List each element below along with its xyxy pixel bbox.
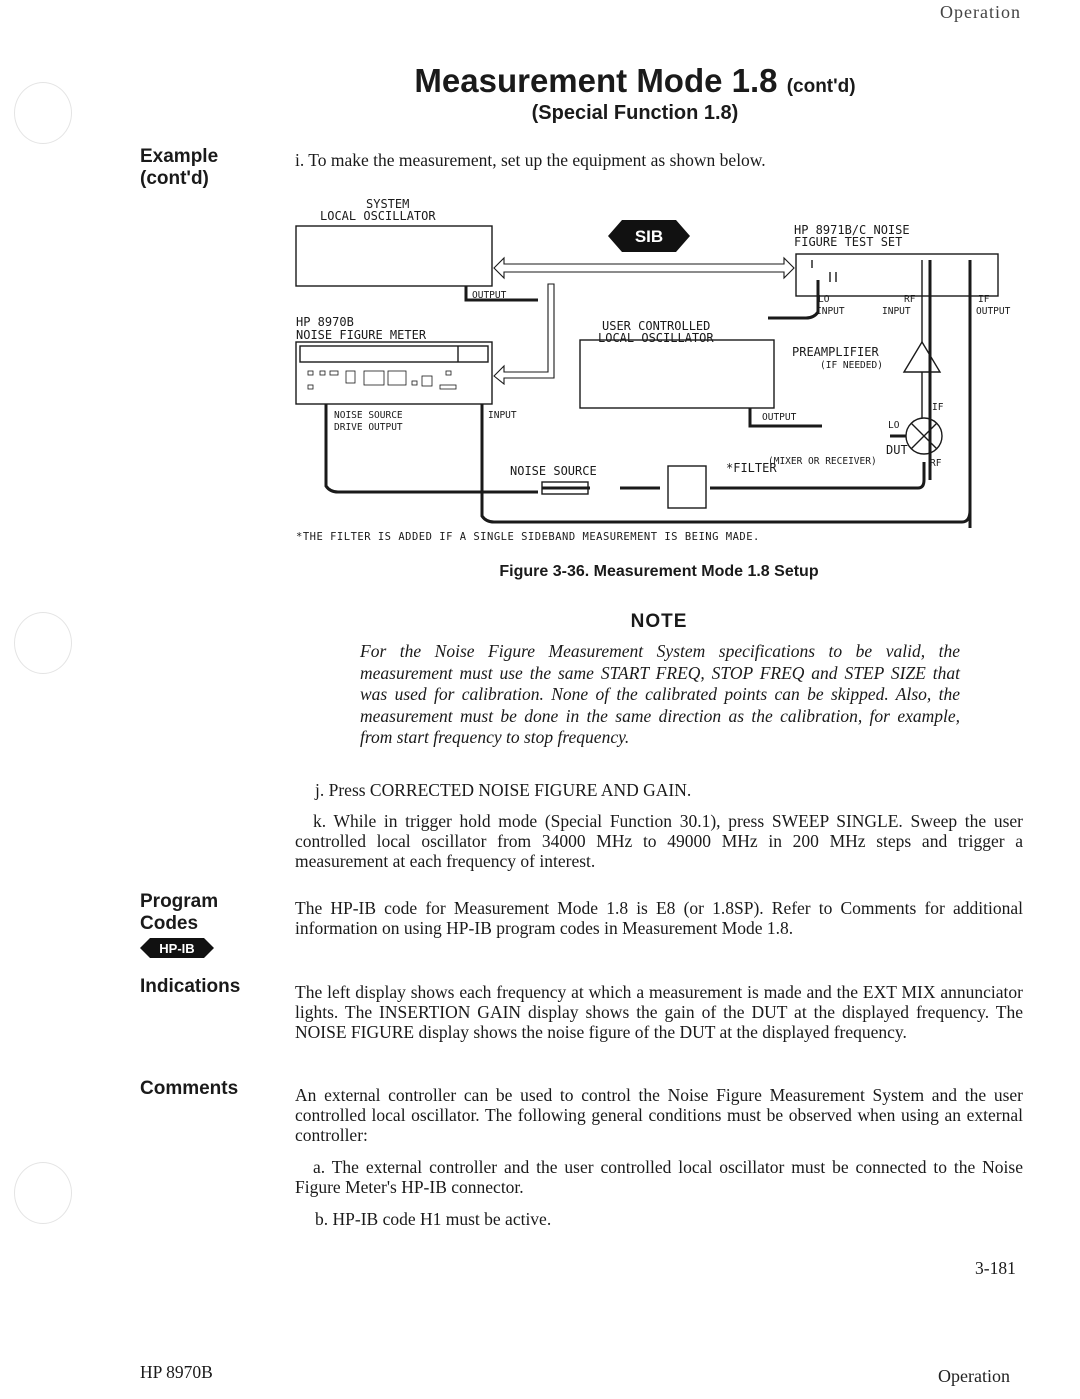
svg-text:SIB: SIB <box>635 227 663 246</box>
comment-a: a. The external controller and the user … <box>295 1157 1023 1197</box>
label-ns-drive-2: DRIVE OUTPUT <box>334 422 403 433</box>
footer-model: HP 8970B <box>140 1362 213 1382</box>
title-suffix: (cont'd) <box>786 76 856 97</box>
program-label: Program <box>140 891 219 912</box>
svg-text:HP-IB: HP-IB <box>159 941 194 956</box>
example-heading: Example (cont'd) <box>140 146 218 190</box>
program-codes-heading: Program Codes <box>140 891 218 935</box>
label-lo-port: LO <box>818 294 830 305</box>
binder-hole <box>14 612 72 674</box>
label-if-output: OUTPUT <box>976 306 1011 317</box>
label-rf-port: RF <box>904 294 916 305</box>
comment-b: b. HP-IB code H1 must be active. <box>315 1209 552 1229</box>
label-user-lo-output: OUTPUT <box>762 412 797 423</box>
label-dut-if: IF <box>932 402 944 413</box>
program-codes-text: The HP-IB code for Measurement Mode 1.8 … <box>295 898 1023 938</box>
diagram-footnote: *THE FILTER IS ADDED IF A SINGLE SIDEBAN… <box>296 531 760 543</box>
label-dut-sub: (MIXER OR RECEIVER) <box>768 456 877 467</box>
test-set-box <box>795 253 999 297</box>
label-ns-drive-1: NOISE SOURCE <box>334 410 403 421</box>
label-filter: *FILTER <box>726 461 777 475</box>
user-lo-box <box>579 339 775 409</box>
codes-label: Codes <box>140 913 199 934</box>
noise-source-component <box>541 481 589 495</box>
indications-text: The left display shows each frequency at… <box>295 982 1023 1042</box>
note-body: For the Noise Figure Measurement System … <box>360 641 960 747</box>
label-meter-1: HP 8970B <box>296 315 354 329</box>
system-lo-box <box>295 225 493 287</box>
label-input: INPUT <box>488 410 517 421</box>
filter-box <box>667 465 707 509</box>
label-rf-input: INPUT <box>882 306 911 317</box>
page-title: Measurement Mode 1.8 (cont'd) <box>330 62 940 100</box>
label-meter-2: NOISE FIGURE METER <box>296 328 427 342</box>
label-preamp-sub: (IF NEEDED) <box>820 360 883 371</box>
page-number: 3-181 <box>975 1258 1016 1278</box>
label-lo-input: INPUT <box>816 306 845 317</box>
label-dut: DUT <box>886 443 908 457</box>
note-heading: NOTE <box>630 611 688 632</box>
step-i: i. To make the measurement, set up the e… <box>295 150 766 170</box>
binder-hole <box>14 82 72 144</box>
hpib-badge: HP-IB <box>140 938 214 958</box>
comments-text: An external controller can be used to co… <box>295 1085 1023 1145</box>
step-k: k. While in trigger hold mode (Special F… <box>295 811 1023 871</box>
label-noise-source: NOISE SOURCE <box>510 464 597 478</box>
setup-diagram: SIB SYSTEM LOCAL OSCILLATOR HP 8971B/C N… <box>295 197 1011 528</box>
label-test-set-2: FIGURE TEST SET <box>794 235 902 249</box>
title-main: Measurement Mode 1.8 <box>414 62 778 99</box>
example-label: Example <box>140 146 219 167</box>
binder-hole <box>14 1162 72 1224</box>
label-user-lo-1: USER CONTROLLED <box>602 319 710 333</box>
running-head: Operation <box>940 2 1021 22</box>
comments-heading: Comments <box>140 1078 239 1099</box>
example-contd-label: (cont'd) <box>140 168 209 189</box>
label-dut-rf: RF <box>930 458 942 469</box>
label-system-lo: LOCAL OSCILLATOR <box>320 209 436 223</box>
step-j: j. Press CORRECTED NOISE FIGURE AND GAIN… <box>315 780 692 800</box>
indications-heading: Indications <box>140 976 241 997</box>
label-output: OUTPUT <box>472 290 507 301</box>
label-system: SYSTEM <box>366 197 409 211</box>
label-if-port: IF <box>978 294 990 305</box>
noise-figure-meter-box <box>295 341 493 405</box>
figure-caption: Figure 3-36. Measurement Mode 1.8 Setup <box>499 563 819 580</box>
preamplifier-symbol <box>902 340 942 373</box>
sib-badge: SIB <box>608 220 690 252</box>
label-dut-lo: LO <box>888 420 900 431</box>
label-test-set-1: HP 8971B/C NOISE <box>794 223 910 237</box>
page-subtitle: (Special Function 1.8) <box>531 102 739 124</box>
footer-section: Operation <box>938 1366 1010 1386</box>
label-preamp: PREAMPLIFIER <box>792 345 879 359</box>
label-user-lo-2: LOCAL OSCILLATOR <box>598 331 714 345</box>
